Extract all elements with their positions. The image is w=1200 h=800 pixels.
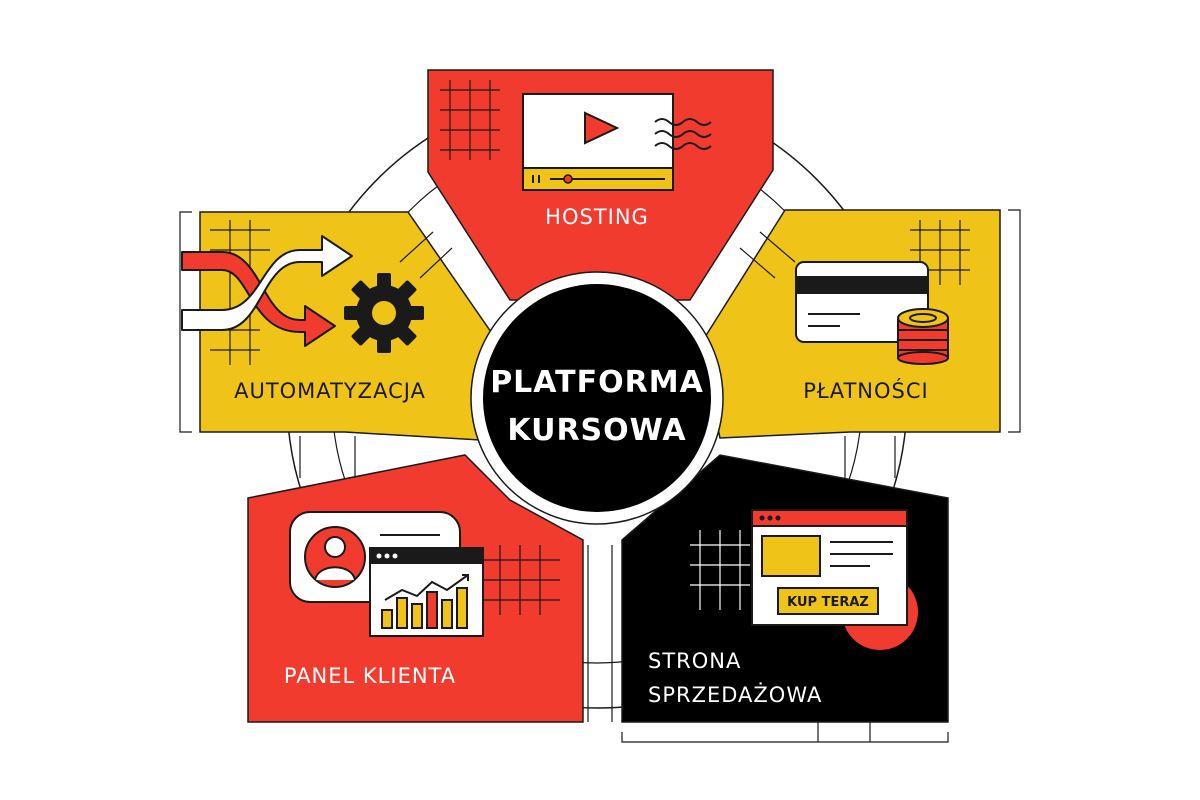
connectors (299, 231, 896, 722)
hosting-label: HOSTING (545, 205, 649, 229)
buy-now-label: KUP TERAZ (787, 595, 869, 610)
section-automation: AUTOMATYZACJA (179, 211, 501, 441)
buy-now-button (777, 587, 879, 615)
center-title-line2: KURSOWA (507, 413, 686, 448)
gear-icon (344, 273, 424, 353)
grid-pattern (440, 80, 500, 160)
grid-pattern (480, 545, 560, 615)
sales-page-label-line1: STRONA (648, 649, 741, 673)
bar-chart-window-icon (369, 547, 484, 637)
sales-page-label-line2: SPRZEDAŻOWA (648, 682, 822, 707)
arrows-icon (181, 235, 353, 347)
client-panel-label: PANEL KLIENTA (284, 664, 456, 688)
section-sales-page: KUP TERAZ STRONA SPRZEDAŻOWA (621, 454, 949, 743)
grid-pattern (690, 530, 750, 610)
center-hub: PLATFORMA KURSOWA (470, 271, 724, 525)
coin-stack-icon (897, 308, 949, 365)
section-payments: PŁATNOŚCI (699, 209, 1021, 439)
center-title-line1: PLATFORMA (490, 365, 704, 400)
section-client-panel: PANEL KLIENTA (247, 454, 584, 723)
credit-card-icon (795, 261, 929, 343)
section-hosting: HOSTING (427, 69, 774, 331)
payments-label: PŁATNOŚCI (803, 378, 928, 403)
webpage-window-icon (751, 509, 908, 626)
video-player-icon (522, 93, 674, 191)
wave-lines (654, 118, 712, 150)
automation-label: AUTOMATYZACJA (234, 379, 426, 403)
